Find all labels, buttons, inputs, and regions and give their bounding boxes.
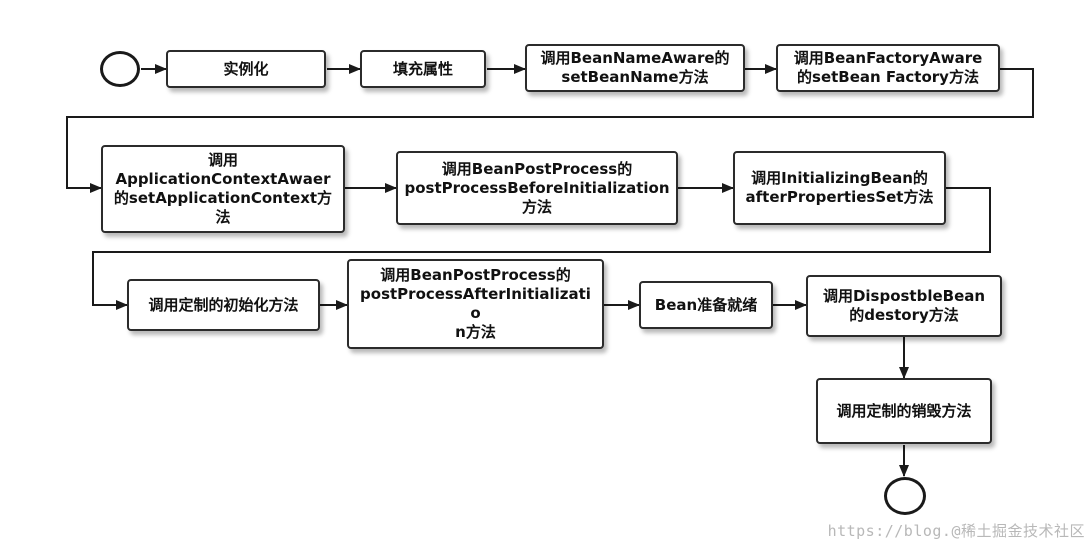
node-disposable-bean: 调用DispostbleBean 的destory方法: [806, 275, 1002, 337]
end-node: [884, 477, 926, 515]
arrow-beanfactoryaware-to-appcontextaware: [66, 68, 1034, 193]
node-post-process-before-init: 调用BeanPostProcess的 postProcessBeforeInit…: [396, 151, 678, 225]
node-custom-destroy-method: 调用定制的销毁方法: [816, 378, 992, 444]
node-populate-properties: 填充属性: [360, 50, 486, 88]
node-initializing-bean: 调用InitializingBean的 afterPropertiesSet方法: [733, 151, 946, 225]
node-bean-name-aware: 调用BeanNameAware的 setBeanName方法: [525, 44, 745, 92]
node-instantiate: 实例化: [166, 50, 326, 88]
node-custom-init-method: 调用定制的初始化方法: [127, 279, 320, 331]
node-post-process-after-init: 调用BeanPostProcess的 postProcessAfterIniti…: [347, 259, 604, 349]
node-bean-factory-aware: 调用BeanFactoryAware 的setBean Factory方法: [776, 44, 1000, 92]
node-application-context-aware: 调用 ApplicationContextAwaer 的setApplicati…: [101, 145, 345, 233]
start-node: [100, 51, 140, 87]
arrow-initializingbean-to-custominit: [92, 187, 991, 310]
node-bean-ready: Bean准备就绪: [639, 281, 773, 329]
watermark: https://blog.@稀土掘金技术社区: [827, 522, 1085, 540]
